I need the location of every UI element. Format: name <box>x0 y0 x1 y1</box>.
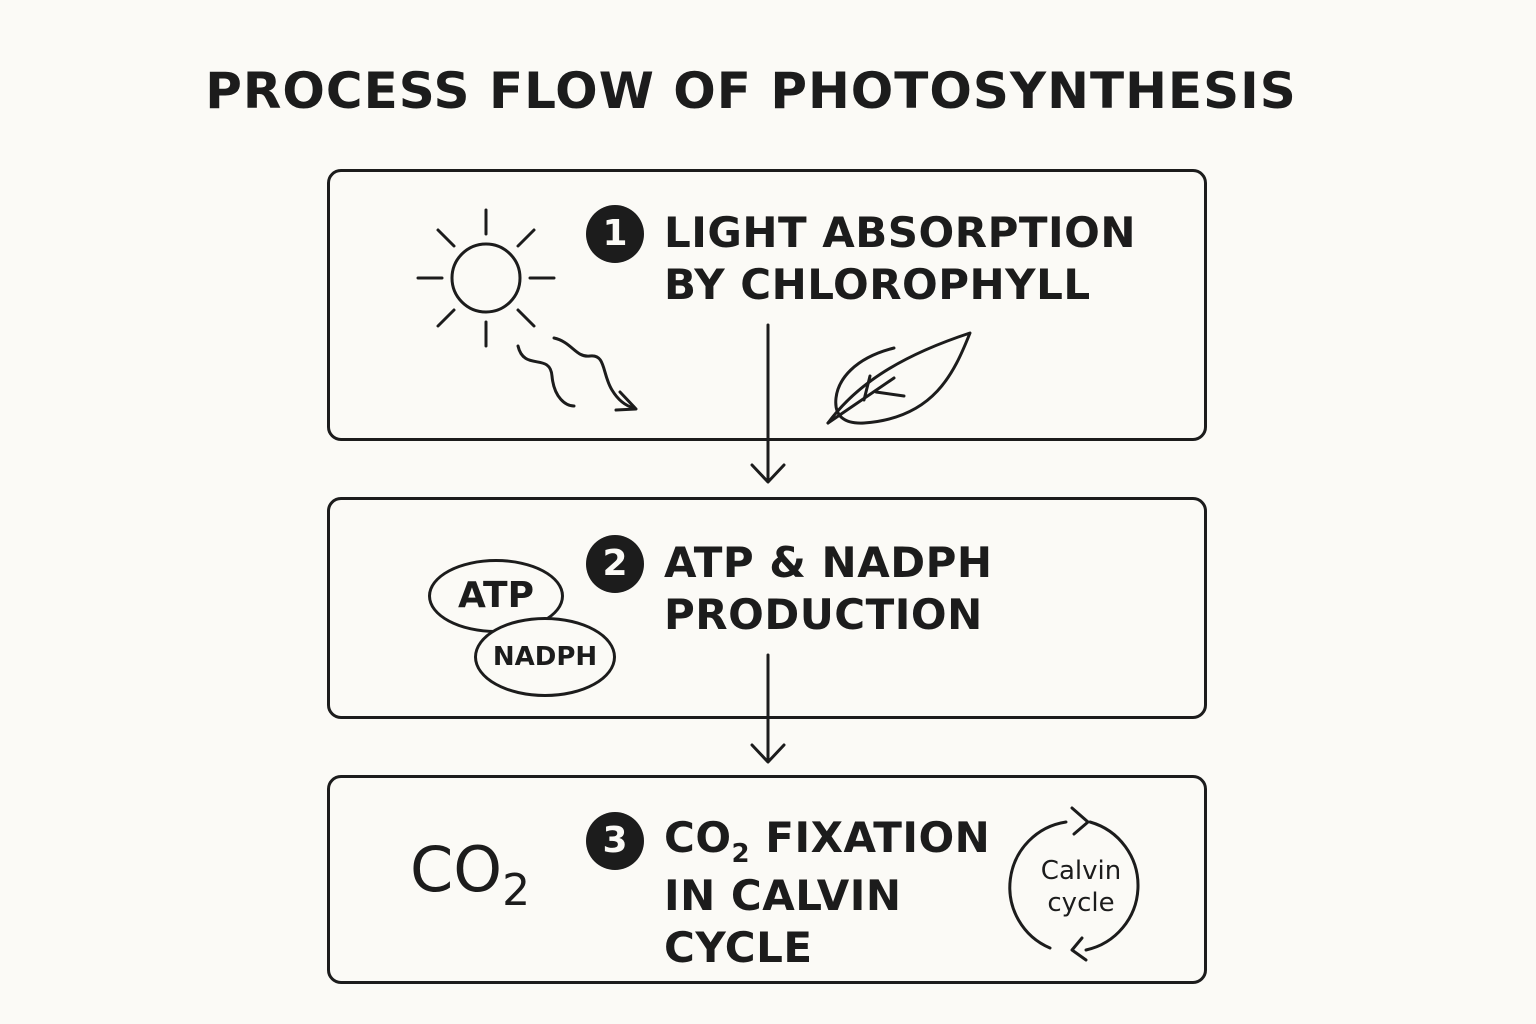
step-2-title: ATP & NADPH PRODUCTION <box>664 537 1134 641</box>
co2-molecule-label: CO2 <box>410 833 530 916</box>
page-title: PROCESS FLOW OF PHOTOSYNTHESIS <box>205 62 1297 120</box>
step-2-number-badge: 2 <box>586 535 644 593</box>
leaf-icon <box>826 331 972 425</box>
calvin-cycle-label: Calvin cycle <box>1016 855 1146 919</box>
arrow-step-2-to-3 <box>750 653 786 764</box>
atp-molecule: ATP <box>428 559 564 633</box>
calvin-label-line-2: cycle <box>1047 888 1115 918</box>
step-1-title-line-2: BY CHLOROPHYLL <box>664 260 1091 309</box>
step-1-box: 1 LIGHT ABSORPTION BY CHLOROPHYLL <box>327 169 1207 441</box>
step-3-title-line-3: CYCLE <box>664 923 813 972</box>
step-3-title-fixation: FIXATION <box>750 813 991 862</box>
step-1-title-line-1: LIGHT ABSORPTION <box>664 208 1137 257</box>
step-3-title-co: CO <box>664 813 732 862</box>
step-3-title-subscript: 2 <box>731 839 751 869</box>
arrow-step-1-to-2 <box>750 323 786 484</box>
step-3-title-line-1: CO2 FIXATION <box>664 812 1134 870</box>
step-2-title-line-1: ATP & NADPH <box>664 538 993 587</box>
light-wave-icon <box>516 336 638 412</box>
step-3-title: CO2 FIXATION IN CALVIN CYCLE <box>664 812 1134 974</box>
co2-subscript: 2 <box>502 865 531 916</box>
step-3-title-line-2: IN CALVIN <box>664 871 902 920</box>
nadph-molecule: NADPH <box>474 617 616 697</box>
step-3-box: CO2 3 CO2 FIXATION IN CALVIN CYCLE Calvi… <box>327 775 1207 984</box>
step-1-number-badge: 1 <box>586 205 644 263</box>
step-1-title: LIGHT ABSORPTION BY CHLOROPHYLL <box>664 207 1137 311</box>
co2-base: CO <box>410 833 503 906</box>
calvin-label-line-1: Calvin <box>1040 856 1122 886</box>
sun-icon <box>416 208 556 348</box>
cycle-arrows-icon <box>1008 806 1140 962</box>
step-2-title-line-2: PRODUCTION <box>664 590 983 639</box>
step-3-number-badge: 3 <box>586 812 644 870</box>
